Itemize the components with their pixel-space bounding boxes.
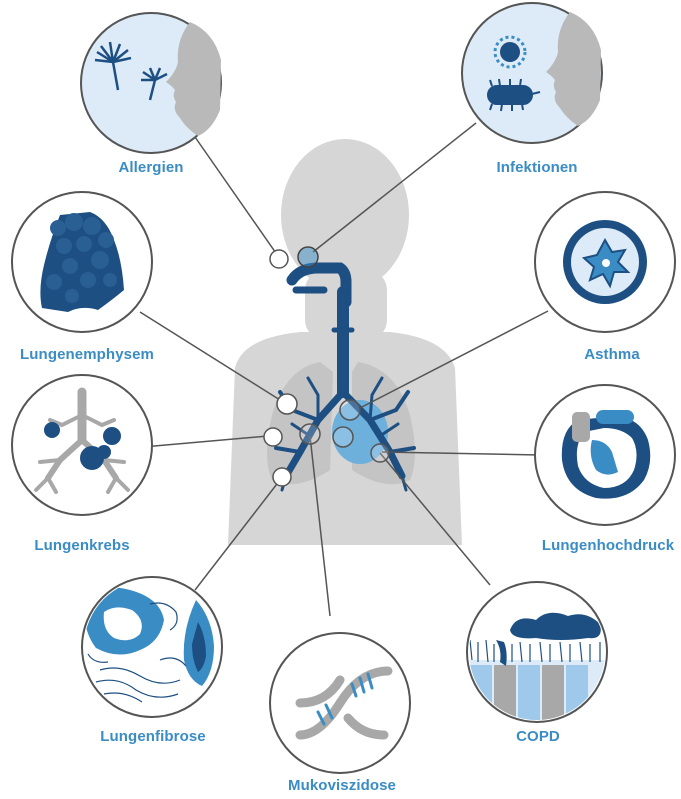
mukoviszidose-circle xyxy=(270,633,410,773)
label-lungenkrebs: Lungenkrebs xyxy=(34,537,129,554)
label-lungenfibrose: Lungenfibrose xyxy=(100,728,205,745)
infektionen-circle xyxy=(462,3,602,143)
copd-circle xyxy=(460,582,620,735)
label-lungenemphysem: Lungenemphysem xyxy=(20,346,154,363)
label-copd: COPD xyxy=(516,728,560,745)
airway-cross-section-icon xyxy=(563,220,647,304)
lungenfibrose-circle xyxy=(82,577,222,717)
lungenemphysem-circle xyxy=(12,192,152,332)
asthma-circle xyxy=(535,192,675,332)
lungenhochdruck-circle xyxy=(535,385,675,525)
label-lungenhochdruck: Lungenhochdruck xyxy=(542,537,674,554)
allergien-circle xyxy=(81,13,221,153)
lungenkrebs-circle xyxy=(12,375,152,515)
label-allergien: Allergien xyxy=(118,159,183,176)
label-infektionen: Infektionen xyxy=(496,159,577,176)
label-asthma: Asthma xyxy=(584,346,640,363)
label-mukoviszidose: Mukoviszidose xyxy=(288,777,396,794)
